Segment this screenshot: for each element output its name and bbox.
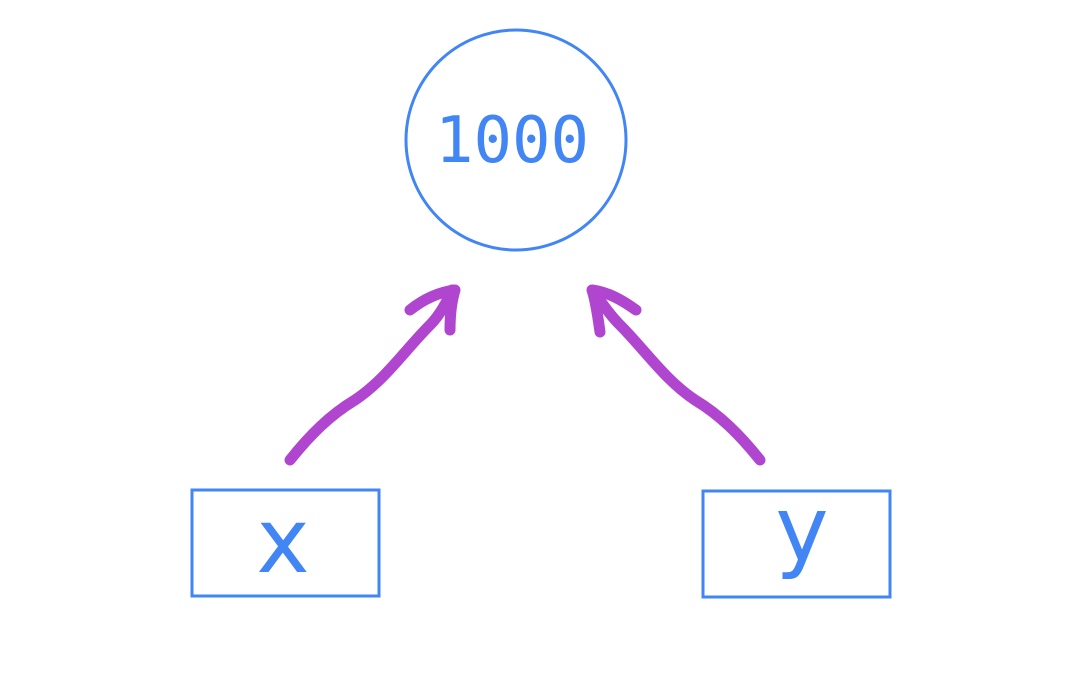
arrow-y-head	[586, 284, 642, 338]
variable-box-y: y	[701, 477, 892, 599]
arrow-y-shaft	[588, 286, 766, 466]
variable-box-y-frame	[701, 489, 892, 599]
variable-box-y-label: y	[775, 477, 828, 582]
value-node: 1000	[404, 28, 628, 252]
variable-box-x-label: x	[256, 489, 309, 594]
arrow-x-shaft	[284, 284, 458, 466]
value-node-circle	[404, 28, 628, 252]
arrow-x-to-value	[284, 284, 461, 466]
value-node-label: 1000	[435, 104, 589, 178]
arrow-y-to-value	[586, 284, 766, 466]
arrow-x-head	[404, 284, 461, 336]
variable-box-x: x	[190, 488, 381, 598]
variable-box-x-frame	[190, 488, 381, 598]
